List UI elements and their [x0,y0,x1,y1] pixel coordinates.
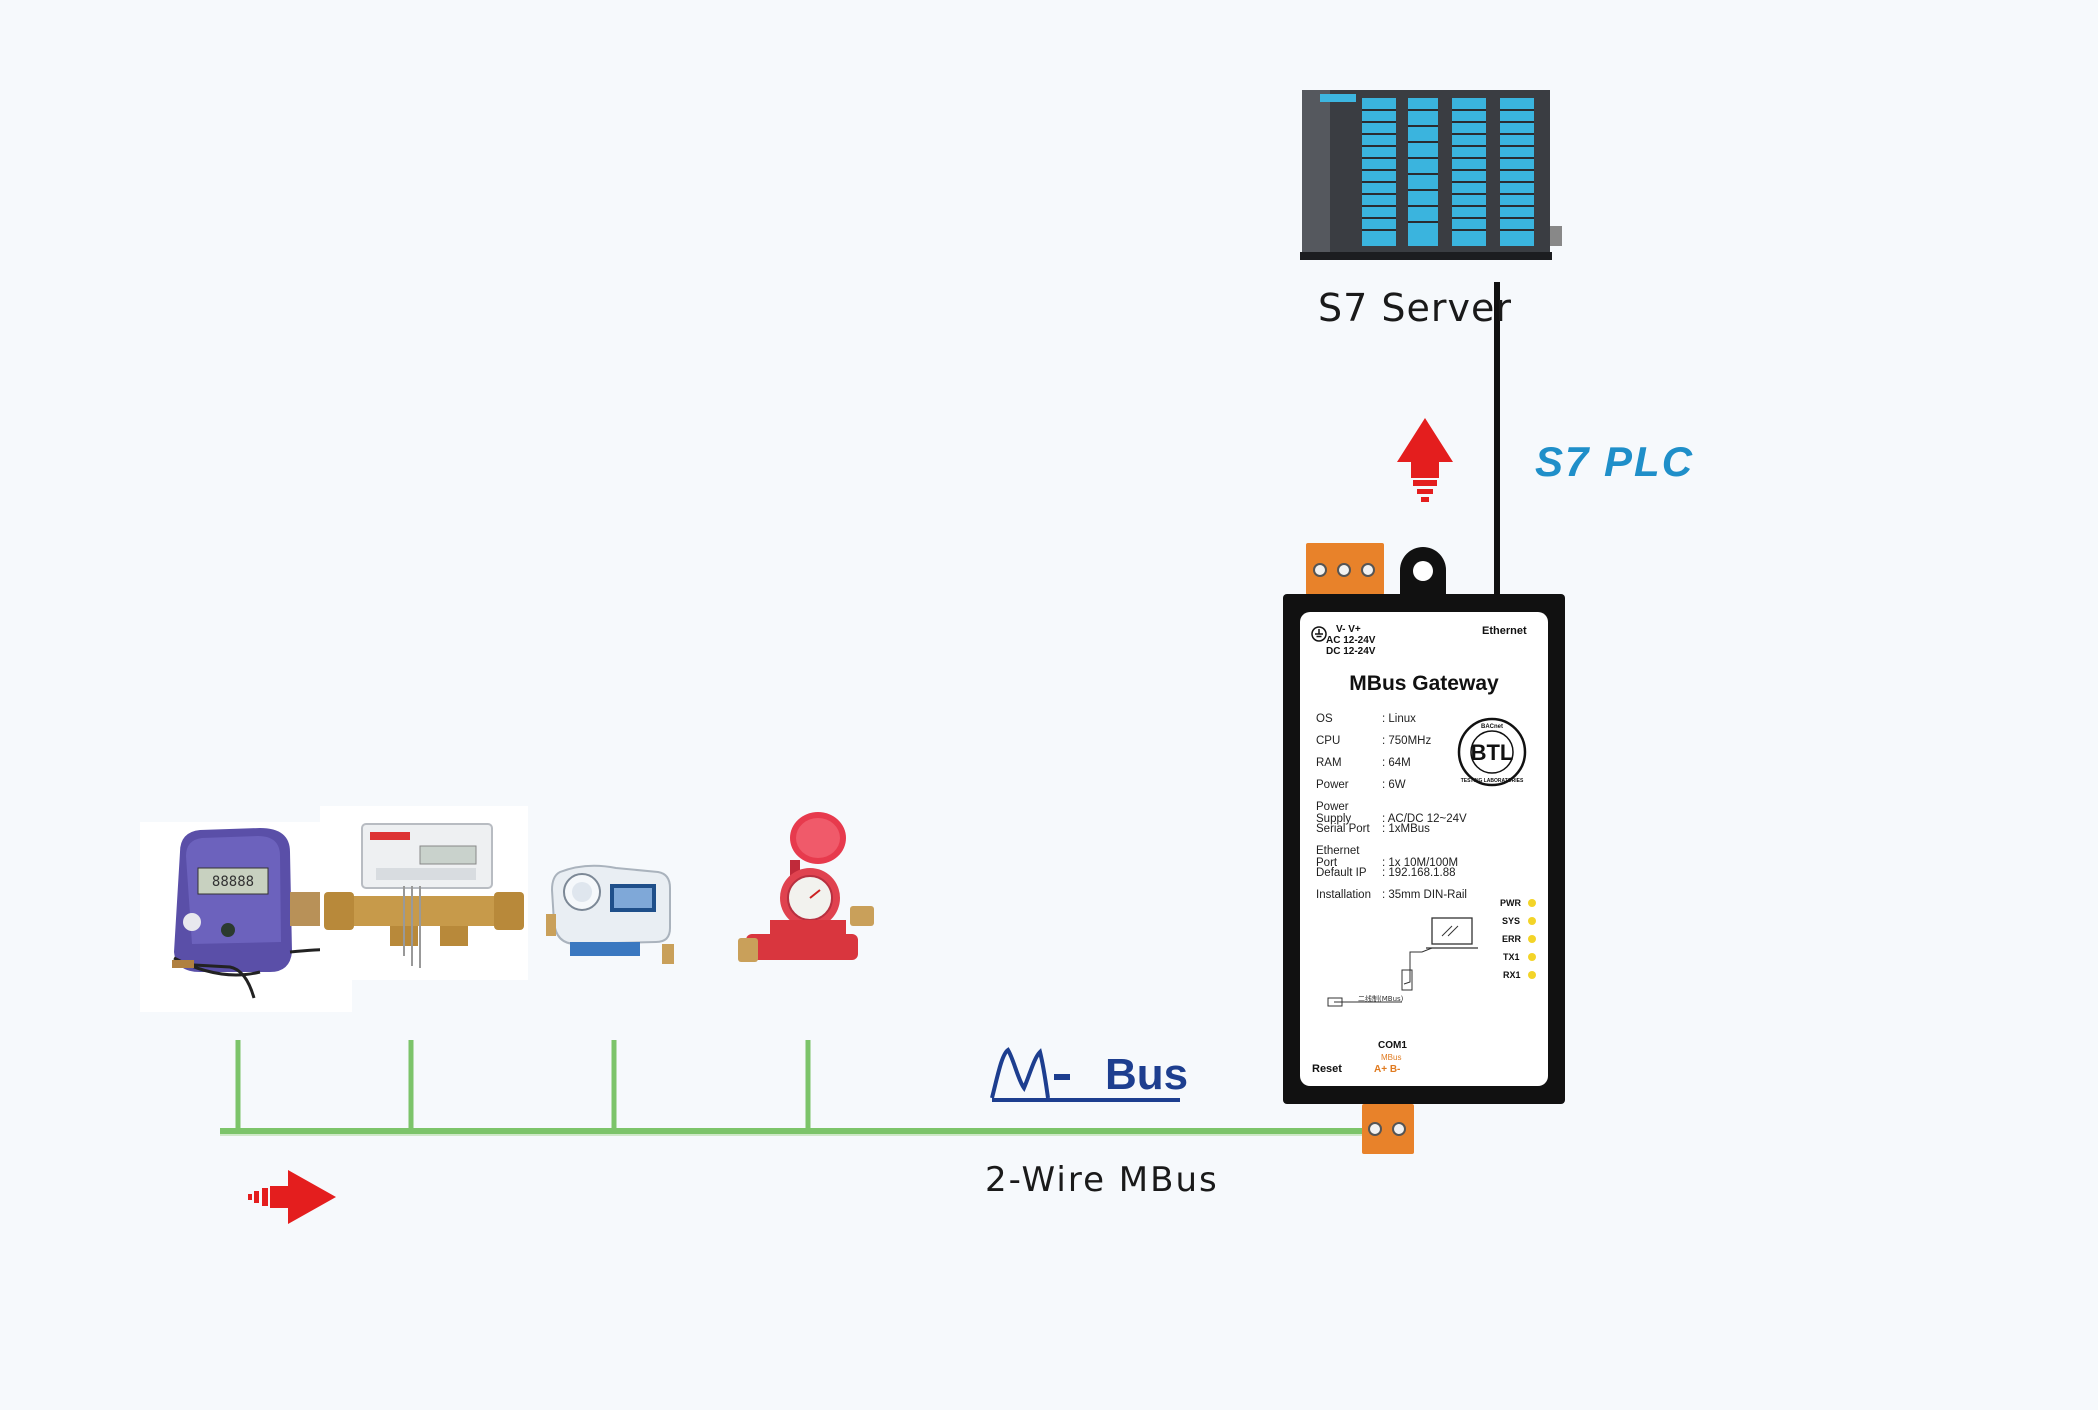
spec-value: : 1xMBus [1382,823,1430,835]
led-rx1 [1528,971,1536,979]
ground-icon [1311,626,1327,642]
spec-row: RAM : 64M [1316,757,1411,769]
spec-row: Serial Port : 1xMBus [1316,823,1430,835]
forward-arrow-icon [248,1170,336,1224]
spec-key: OS [1316,713,1333,725]
protocol-label: S7 PLC [1535,438,1695,485]
spec-value: : Linux [1382,713,1416,725]
svg-text:BACnet: BACnet [1481,724,1503,730]
spec-row: Default IP : 192.168.1.88 [1316,867,1456,879]
server-label: S7 Server [1318,286,1512,330]
spec-key: CPU [1316,735,1341,747]
led-label-err: ERR [1502,934,1522,944]
led-pwr [1528,899,1536,907]
red-water-meter-icon [738,812,874,962]
heat-meter-icon: 88888 [140,822,352,1012]
led-tx1 [1528,953,1536,961]
led-label-rx1: RX1 [1503,970,1521,980]
bus-label: 2-Wire MBus [985,1160,1219,1200]
spec-row: Power : 6W [1316,779,1406,791]
mini-diagram-label: 二线制(MBus) [1358,995,1404,1003]
com-port-label: COM1 [1378,1040,1407,1051]
mbus-logo-icon [990,1047,1180,1102]
mount-tab [1400,547,1446,599]
power-input-labels: V- V+ AC 12-24V DC 12-24V [1326,624,1375,657]
spec-value: : 192.168.1.88 [1382,867,1456,879]
water-meter-icon [546,864,674,964]
spec-value: : AC/DC 12~24V [1382,813,1467,825]
upload-arrow-icon [1397,418,1453,502]
svg-text:TESTING LABORATORIES: TESTING LABORATORIES [1461,778,1524,784]
led-sys [1528,917,1536,925]
led-label-pwr: PWR [1500,898,1521,908]
svg-text:88888: 88888 [212,874,254,890]
spec-key: Power [1316,779,1349,791]
spec-row: Installation : 35mm DIN-Rail [1316,889,1467,901]
ultrasonic-meter-icon [320,806,528,980]
spec-value: : 750MHz [1382,735,1432,747]
led-label-tx1: TX1 [1503,952,1520,962]
spec-key: Serial Port [1316,823,1370,835]
spec-key: Default IP [1316,867,1367,879]
gateway-title: MBus Gateway [1349,672,1499,695]
spec-value: : 6W [1382,779,1406,791]
reset-button-label: Reset [1312,1063,1342,1075]
spec-value: : 1x 10M/100M [1382,857,1459,869]
spec-value: : 35mm DIN-Rail [1382,889,1467,901]
ethernet-port-label: Ethernet [1482,625,1527,637]
com-port-pins: A+ B- [1374,1064,1401,1075]
led-err [1528,935,1536,943]
btl-cert-logo-icon: BTL BACnet TESTING LABORATORIES [1457,717,1527,787]
power-dc-label: DC 12-24V [1326,646,1376,657]
power-terminal-block [1306,543,1384,595]
spec-key: Ethernet Port [1316,845,1360,869]
mini-wiring-diagram [1327,917,1478,1007]
spec-row: Power Supply : AC/DC 12~24V [1316,801,1467,825]
spec-key: Installation [1316,889,1371,901]
led-label-sys: SYS [1502,916,1521,926]
mbus-logo-text: Bus [1105,1050,1189,1099]
spec-row: Ethernet Port : 1x 10M/100M [1316,845,1458,869]
plc-rack-icon [1300,90,1562,260]
power-ac-label: AC 12-24V [1326,635,1376,646]
spec-key: RAM [1316,757,1342,769]
power-pins-label: V- V+ [1336,624,1361,635]
com-port-sub-label: MBus [1381,1053,1402,1062]
spec-row: OS : Linux [1316,713,1416,725]
gateway-front-panel [1300,612,1548,1086]
svg-text:BTL: BTL [1471,740,1514,765]
spec-row: CPU : 750MHz [1316,735,1431,747]
spec-value: : 64M [1382,757,1411,769]
mbus-terminal-block [1362,1104,1414,1154]
spec-key: Power Supply [1316,801,1352,825]
